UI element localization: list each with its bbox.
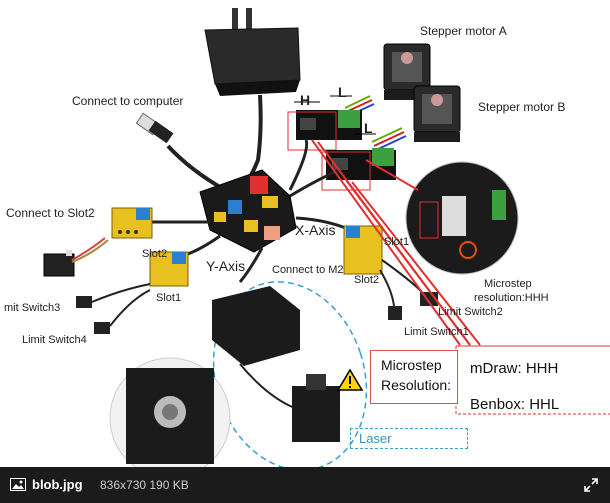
label-connect-m2: Connect to M2	[272, 264, 344, 276]
label-slot1-left: Slot1	[156, 292, 182, 304]
stepper-driver-a	[287, 110, 362, 151]
benbox-setting: Benbox: HHL	[470, 396, 560, 413]
image-info-bar: blob.jpg 836x730 190 KB	[0, 467, 610, 503]
limit-switch-4	[94, 289, 151, 334]
module-slot1-slot2-right	[343, 225, 383, 275]
label-slot2-right: Slot2	[354, 274, 380, 286]
label-l-2: L	[364, 120, 373, 136]
expand-icon[interactable]	[584, 478, 598, 492]
laser-dashed-ellipse	[212, 281, 368, 471]
image-meta: 836x730 190 KB	[100, 478, 189, 492]
label-microstep-hhh-1: Microstep	[484, 278, 532, 290]
microstep-box: Microstep Resolution:	[370, 350, 458, 404]
label-l-1: L	[338, 84, 347, 100]
limit-switch-1	[379, 269, 402, 320]
label-microstep-hhh-2: resolution:HHH	[474, 292, 549, 304]
label-h: H	[300, 92, 311, 108]
servo	[43, 237, 109, 277]
driver-zoom-circle	[405, 161, 519, 275]
label-slot1-right: Slot1	[384, 236, 410, 248]
label-limit-switch2: Limit Switch2	[438, 306, 503, 318]
label-connect-computer: Connect to computer	[72, 94, 184, 108]
label-stepper-a: Stepper motor A	[420, 24, 507, 38]
label-limit-switch4: Limit Switch4	[22, 334, 87, 346]
label-limit-switch1: Limit Switch1	[404, 326, 469, 338]
microstep-box-line2: Resolution:	[381, 377, 452, 393]
laser-driver-box	[212, 286, 301, 411]
laser-label: Laser	[350, 428, 468, 449]
laser-zoom-circle	[109, 357, 231, 479]
usb-cable	[135, 112, 226, 192]
label-connect-slot2: Connect to Slot2	[6, 206, 95, 220]
label-slot2-left: Slot2	[142, 248, 168, 260]
warning-icon	[336, 368, 364, 391]
filename: blob.jpg	[32, 477, 83, 492]
label-x-axis: X-Axis	[295, 222, 336, 238]
limit-switch-2	[381, 259, 438, 306]
label-y-axis: Y-Axis	[206, 258, 246, 274]
microstep-box-line1: Microstep	[381, 357, 442, 373]
limit-switch-3	[76, 283, 151, 308]
module-slot2-left	[111, 207, 153, 239]
label-stepper-b: Stepper motor B	[478, 100, 566, 114]
main-board	[199, 169, 297, 253]
red-pointer-lines	[311, 139, 481, 346]
image-icon	[10, 478, 26, 491]
label-limit-switch3: mit Switch3	[4, 302, 61, 314]
stepper-motor-b	[371, 85, 461, 151]
laser-head	[292, 374, 340, 442]
mdraw-setting: mDraw: HHH	[470, 360, 559, 377]
module-slot2-slot1-left	[149, 251, 189, 287]
power-adapter	[204, 8, 301, 182]
